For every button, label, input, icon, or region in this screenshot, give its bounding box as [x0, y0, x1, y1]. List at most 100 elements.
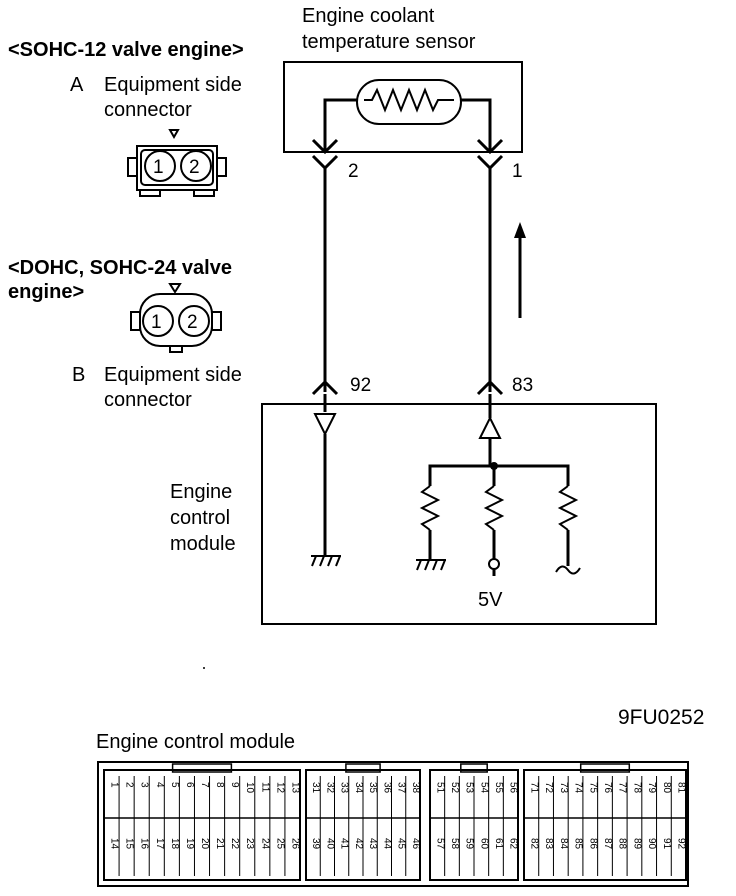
pin-number: 31 [310, 782, 321, 794]
pin-number: 72 [543, 782, 554, 794]
pin-number: 39 [310, 838, 321, 850]
connector-a-letter: A [70, 74, 84, 96]
pin-number: 42 [353, 838, 364, 850]
pin-number: 78 [631, 782, 642, 794]
pin-number: 75 [587, 782, 598, 794]
pin-number: 52 [449, 782, 460, 794]
pin-number: 38 [410, 782, 421, 794]
pin-number: 23 [244, 838, 255, 850]
pin-number: 19 [184, 838, 195, 850]
connector-a-desc-line1: Equipment side [104, 74, 242, 96]
pin-number: 20 [199, 838, 210, 850]
ecm-pin-92: 92 [350, 375, 371, 396]
pin-number: 6 [184, 782, 195, 788]
pin-number: 5 [169, 782, 180, 788]
pin-number: 35 [367, 782, 378, 794]
pin-number: 88 [617, 838, 628, 850]
pin-number: 71 [528, 782, 539, 794]
sensor-title-line1: Engine coolant [302, 5, 435, 27]
pin-number: 8 [214, 782, 225, 788]
pin-number: 55 [493, 782, 504, 794]
pin-number: 58 [449, 838, 460, 850]
connector-b-engine-label-line2: engine> [8, 281, 84, 303]
pin-number: 74 [573, 782, 584, 794]
connector-a-desc-line2: connector [104, 99, 192, 121]
pin-number: 22 [229, 838, 240, 850]
pin-number: 24 [259, 838, 270, 850]
pin-number: 14 [109, 838, 120, 850]
connector-b-pin2: 2 [187, 312, 198, 333]
pin-number: 79 [646, 782, 657, 794]
pin-number: 51 [434, 782, 445, 794]
pin-number: 56 [508, 782, 519, 794]
pin-number: 1 [109, 782, 120, 788]
ecm-terminal-92 [311, 379, 339, 396]
connector-b-engine-label-line1: <DOHC, SOHC-24 valve [8, 257, 232, 279]
pin-number: 17 [154, 838, 165, 850]
pin-number: 41 [339, 838, 350, 850]
pin-number: 25 [274, 838, 285, 850]
connector-b-icon [130, 283, 222, 353]
resistor-middle [483, 485, 505, 576]
pin-number: 26 [289, 838, 300, 850]
connector-b-pin1: 1 [151, 312, 162, 333]
pin-number: 33 [339, 782, 350, 794]
resistor-right [555, 485, 581, 575]
pin-number: 90 [646, 838, 657, 850]
pin-number: 9 [229, 782, 240, 788]
ecm-pin-83: 83 [512, 375, 533, 396]
pin-number: 73 [558, 782, 569, 794]
pin-number: 34 [353, 782, 364, 794]
connector-a-engine-label: <SOHC-12 valve engine> [8, 39, 244, 61]
pin-number: 3 [139, 782, 150, 788]
connector-a-icon [127, 129, 227, 197]
connector-b-desc-line2: connector [104, 389, 192, 411]
ecm-label-line3: module [170, 533, 236, 555]
pin-number: 7 [199, 782, 210, 788]
pin-number: 44 [381, 838, 392, 850]
connector-a-pin1: 1 [153, 157, 164, 178]
voltage-label: 5V [478, 589, 503, 611]
pin-number: 16 [139, 838, 150, 850]
pin-number: 83 [543, 838, 554, 850]
pin-number: 13 [289, 782, 300, 794]
pin-number: 36 [381, 782, 392, 794]
pin-number: 89 [631, 838, 642, 850]
pin-number: 82 [528, 838, 539, 850]
pin-number: 76 [602, 782, 613, 794]
pin-number: 59 [464, 838, 475, 850]
figure-code: 9FU0252 [618, 706, 704, 729]
pin-number: 37 [396, 782, 407, 794]
pin-number: 43 [367, 838, 378, 850]
pin-number: 85 [573, 838, 584, 850]
ground-icon [311, 555, 341, 567]
pin-number: 12 [274, 782, 285, 794]
sensor-pin-1: 1 [512, 161, 523, 182]
pin-number: 21 [214, 838, 225, 850]
ecm-box [261, 403, 657, 625]
bottom-title: Engine control module [96, 731, 295, 753]
current-arrow-icon [514, 222, 526, 318]
ground-icon [416, 559, 446, 571]
pin-number: 84 [558, 838, 569, 850]
pin-number: 81 [676, 782, 687, 794]
pin-group-key [579, 763, 631, 773]
pin-group-key [345, 763, 381, 773]
pin-number: 10 [244, 782, 255, 794]
sensor-box [283, 61, 523, 153]
pin-number: 92 [676, 838, 687, 850]
pin-number: 15 [124, 838, 135, 850]
pin-number: 32 [324, 782, 335, 794]
pin-number: 61 [493, 838, 504, 850]
pin-number: 91 [661, 838, 672, 850]
pin-number: 53 [464, 782, 475, 794]
pin-number: 40 [324, 838, 335, 850]
pin-number: 62 [508, 838, 519, 850]
pin-number: 60 [478, 838, 489, 850]
ecm-connector-outline [97, 761, 689, 887]
ecm-terminal-83 [476, 379, 504, 396]
pin-number: 77 [617, 782, 628, 794]
pin-number: 45 [396, 838, 407, 850]
